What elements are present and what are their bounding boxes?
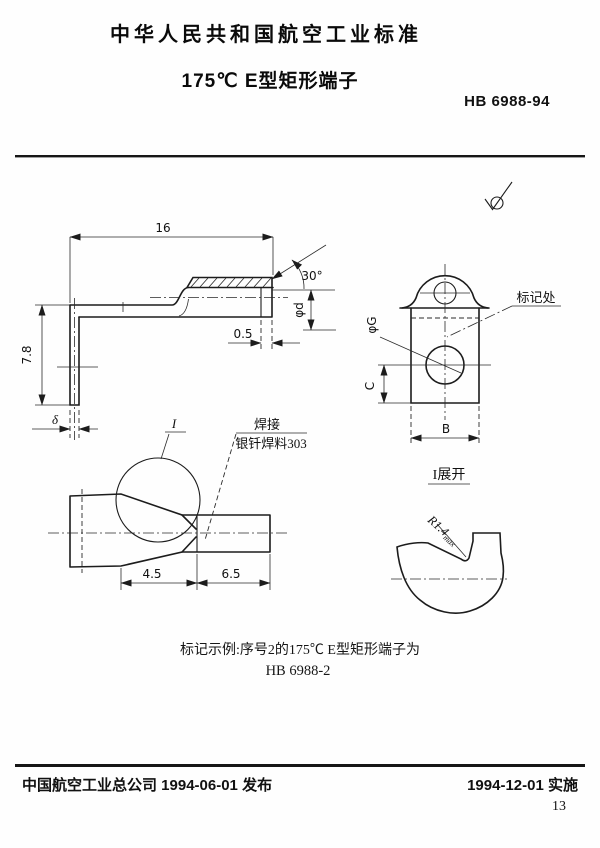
dim-text-angle: 30° [301, 269, 322, 283]
marking-place-label: 标记处 [516, 290, 555, 305]
weld-leader [204, 433, 237, 541]
lug-outline [69, 493, 197, 568]
dim-text-c: C [363, 382, 377, 390]
development-outline [396, 532, 505, 614]
page-number: 13 [552, 799, 566, 814]
dim-text-offset: 0.5 [233, 327, 252, 341]
document-title: 中华人民共和国航空工业标准 [110, 24, 422, 46]
angle-arc [291, 259, 305, 290]
development-title: I展开 [433, 468, 466, 483]
footer-effective-text: 1994-12-01 实施 [467, 777, 578, 794]
dim-text-length: 16 [155, 221, 170, 235]
side-view: 16 30° 0.5 [20, 221, 336, 440]
top-rule [15, 155, 585, 158]
dim-text-wire: φd [292, 302, 306, 318]
surface-roughness-icon [484, 181, 513, 211]
weld-label-line1: 焊接 [254, 417, 280, 432]
detail-circle [115, 457, 201, 543]
bend-inner-line [178, 298, 189, 317]
footer-issued-text: 中国航空工业总公司 1994-06-01 发布 [22, 777, 273, 794]
roughness-circle [490, 196, 504, 210]
development-view: I展开 R1.4max [391, 468, 507, 614]
dim-text-thickness: δ [52, 412, 59, 427]
dim-text-height: 7.8 [20, 345, 34, 364]
end-view: φG C B 标记处 [363, 264, 561, 444]
document-subtitle: 175℃ E型矩形端子 [181, 71, 359, 92]
weld-label-line2: 银钎焊料303 [235, 436, 307, 451]
footer-rule [15, 764, 585, 767]
dim-text-left: 4.5 [142, 567, 161, 581]
detail-label: I [171, 416, 177, 431]
marking-leader [446, 305, 513, 338]
dim-text-hole: φG [365, 316, 379, 333]
radius-leader [436, 523, 467, 558]
marking-example-line2: HB 6988-2 [265, 663, 331, 679]
dim-text-right: 6.5 [221, 567, 240, 581]
hole-dia-leader [379, 336, 462, 374]
dim-text-b: B [442, 422, 450, 436]
standard-number: HB 6988-94 [464, 93, 550, 110]
marking-example-line1: 标记示例:序号2的175℃ E型矩形端子为 [180, 643, 420, 658]
barrel-dome [401, 274, 489, 309]
pad-hatching [190, 277, 272, 288]
roughness-check [484, 181, 513, 211]
terminal-leg [69, 304, 80, 406]
detail-leader [160, 433, 170, 460]
joint-view: I 焊接 银钎焊料303 4.5 6.5 [48, 416, 307, 590]
terminal-bar-top [69, 286, 189, 306]
